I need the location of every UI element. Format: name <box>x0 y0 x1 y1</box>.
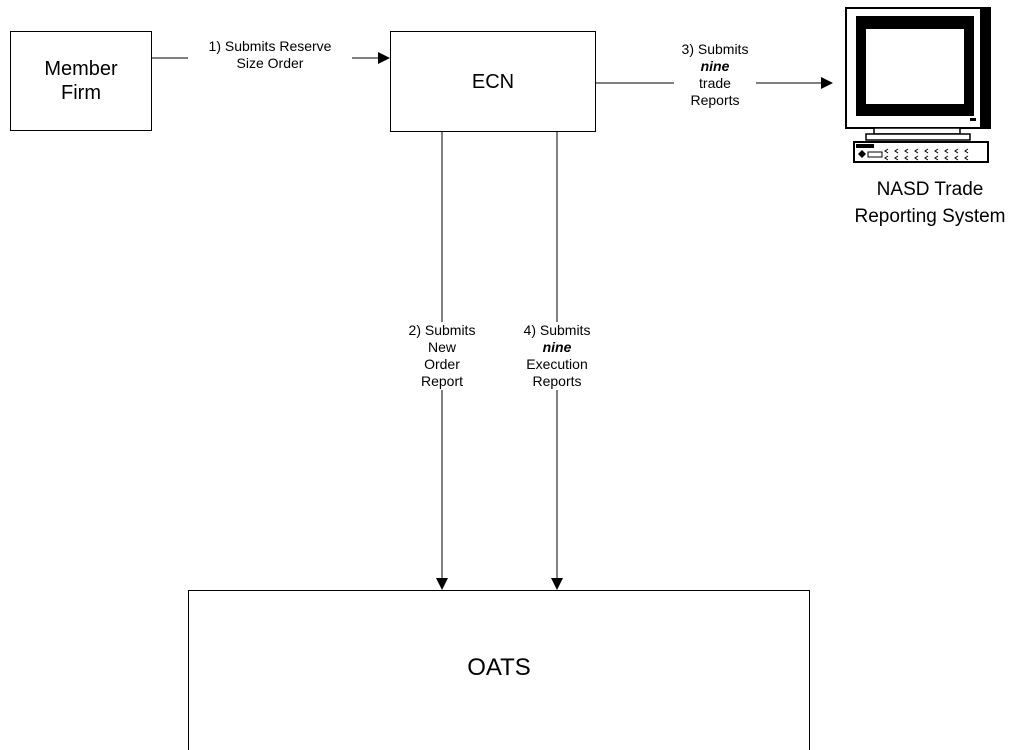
ecn-box: ECN <box>390 31 596 132</box>
step4-emphasis: nine <box>542 339 572 355</box>
step3-line4: Reports <box>690 92 740 108</box>
member-firm-box: Member Firm <box>10 31 152 131</box>
computer-terminal-icon <box>845 7 991 163</box>
oats-label: OATS <box>467 654 531 681</box>
step3-line1: 3) Submits <box>681 41 749 57</box>
member-firm-label: Member Firm <box>44 58 118 104</box>
step1-label: 1) Submits Reserve Size Order <box>188 38 352 72</box>
step4-line3: Execution <box>526 356 588 372</box>
step1-line1: 1) Submits Reserve <box>208 38 332 54</box>
step2-label: 2) Submits New Order Report <box>382 322 502 390</box>
step2-line2: New <box>427 339 456 355</box>
step3-line3: trade <box>699 75 731 91</box>
step3-label: 3) Submits nine trade Reports <box>674 41 756 109</box>
nasd-trade-reporting-label: NASD Trade Reporting System <box>854 179 1006 227</box>
step3-emphasis: nine <box>700 58 730 74</box>
step4-line4: Reports <box>532 373 582 389</box>
step1-line2: Size Order <box>236 55 304 71</box>
ecn-label: ECN <box>471 70 515 93</box>
step4-line1: 4) Submits <box>523 322 591 338</box>
step2-line3: Order <box>424 356 460 372</box>
step2-line1: 2) Submits <box>408 322 476 338</box>
step2-line4: Report <box>420 373 464 389</box>
oats-box: OATS <box>188 590 810 750</box>
step4-label: 4) Submits nine Execution Reports <box>507 322 607 390</box>
